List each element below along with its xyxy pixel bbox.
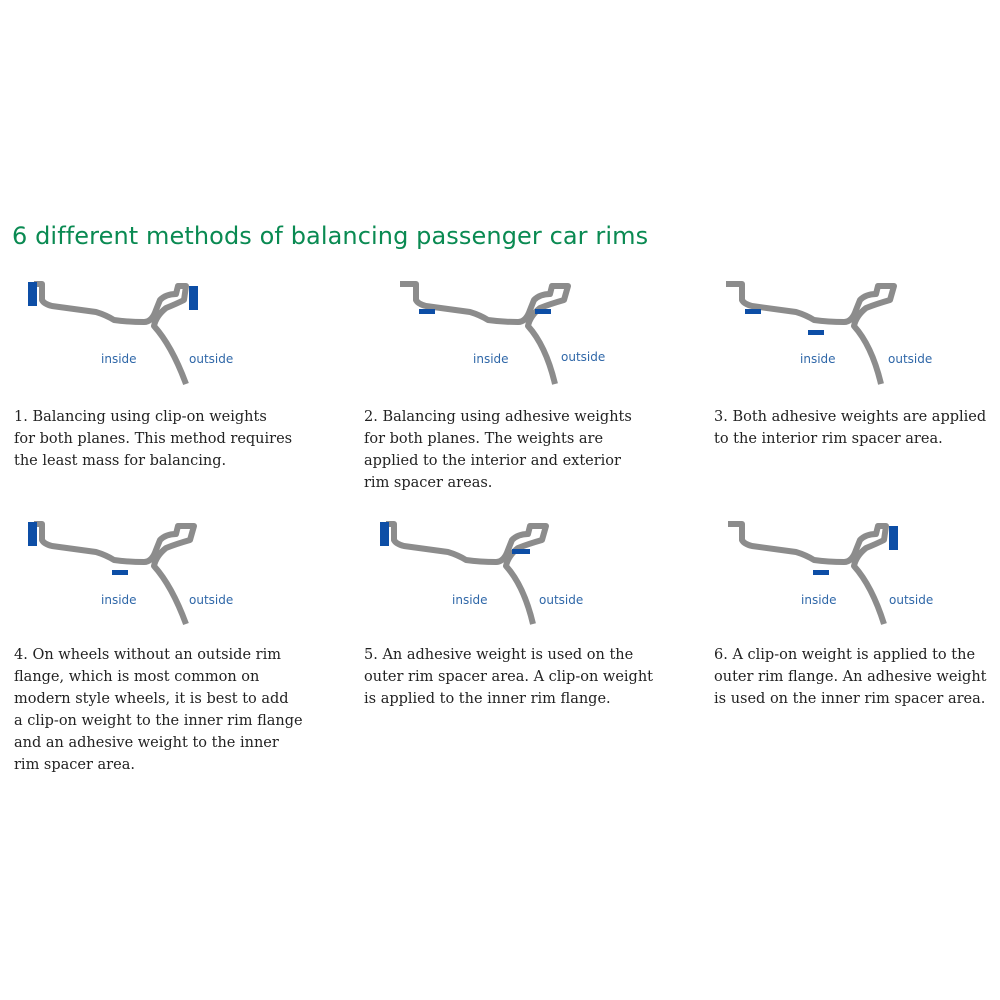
outside-label: outside	[888, 352, 932, 366]
outside-label: outside	[539, 593, 583, 607]
rim-profile	[400, 281, 571, 385]
method-1-description: 1. Balancing using clip-on weights for b…	[14, 409, 293, 469]
clip-on-weight-inner	[28, 522, 37, 546]
method-4-description: 4. On wheels without an outside rim flan…	[14, 647, 303, 773]
rim-profile	[34, 281, 189, 386]
page-title: 6 different methods of balancing passeng…	[12, 222, 649, 250]
method-2: inside outside 2. Balancing using adhesi…	[364, 278, 694, 491]
outside-label: outside	[189, 593, 233, 607]
clip-on-weight-inner	[380, 522, 389, 546]
clip-on-weight-inner	[28, 282, 37, 306]
rim-profile	[728, 521, 889, 625]
rim-diagram-3: inside outside	[726, 281, 932, 385]
adhesive-weight-spacer	[112, 570, 128, 575]
method-2-description: 2. Balancing using adhesive weights for …	[364, 409, 632, 491]
rim-profile	[34, 521, 197, 626]
adhesive-weight-exterior	[512, 549, 530, 554]
adhesive-weight-interior	[419, 309, 435, 314]
inside-label: inside	[101, 593, 137, 607]
adhesive-weight-spacer	[808, 330, 824, 335]
inside-label: inside	[800, 352, 836, 366]
rim-diagram-4: inside outside	[28, 521, 233, 626]
clip-on-weight-outer	[889, 526, 898, 550]
method-5: inside outside 5. An adhesive weight is …	[364, 518, 694, 707]
rim-profile	[726, 281, 897, 385]
rim-diagram-6: inside outside	[728, 521, 933, 625]
inside-label: inside	[801, 593, 837, 607]
rim-diagram-5: inside outside	[380, 521, 583, 625]
rim-diagram-2: inside outside	[400, 281, 605, 385]
adhesive-weight-interior	[745, 309, 761, 314]
method-6-description: 6. A clip-on weight is applied to the ou…	[714, 647, 987, 707]
method-5-description: 5. An adhesive weight is used on the out…	[364, 647, 653, 707]
clip-on-weight-outer	[189, 286, 198, 310]
method-6: inside outside 6. A clip-on weight is ap…	[714, 518, 1000, 707]
inside-label: inside	[452, 593, 488, 607]
inside-label: inside	[101, 352, 137, 366]
adhesive-weight-exterior	[535, 309, 551, 314]
outside-label: outside	[189, 352, 233, 366]
method-3: inside outside 3. Both adhesive weights …	[714, 278, 1000, 447]
outside-label: outside	[889, 593, 933, 607]
outside-label: outside	[561, 350, 605, 364]
method-4: inside outside 4. On wheels without an o…	[14, 518, 344, 773]
method-1: inside outside 1. Balancing using clip-o…	[14, 278, 344, 469]
inside-label: inside	[473, 352, 509, 366]
rim-diagram-1: inside outside	[28, 281, 233, 386]
rim-profile	[386, 521, 549, 625]
method-3-description: 3. Both adhesive weights are applied to …	[714, 409, 987, 447]
adhesive-weight-spacer	[813, 570, 829, 575]
